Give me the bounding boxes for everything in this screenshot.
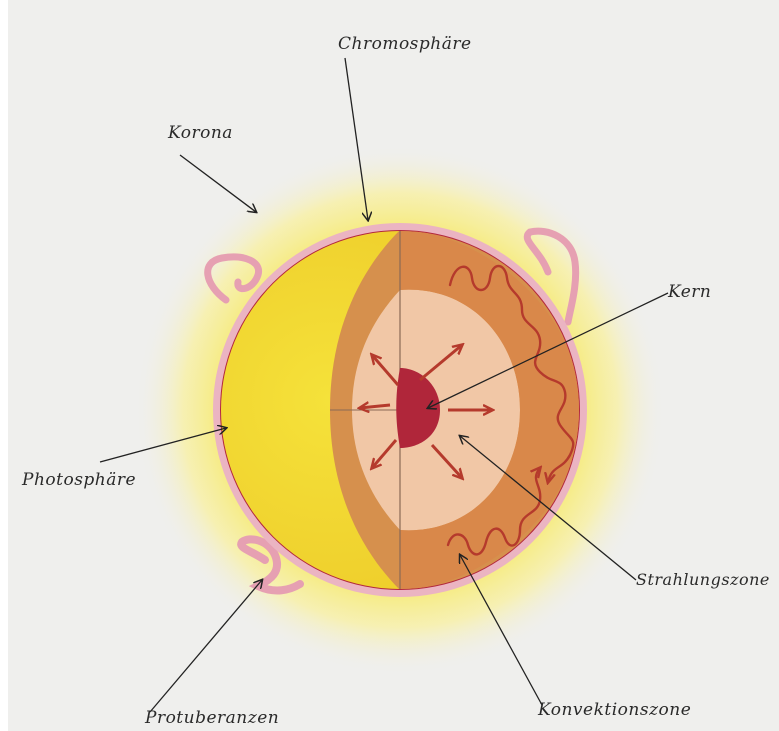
label-core: Kern xyxy=(668,282,711,302)
label-corona: Korona xyxy=(168,123,233,143)
label-photosphere: Photosphäre xyxy=(22,470,136,490)
pointer-prominences xyxy=(150,580,262,712)
label-radiative-zone: Strahlungszone xyxy=(636,570,770,589)
label-convection-zone: Konvektionszone xyxy=(538,700,691,720)
pointer-corona xyxy=(180,155,256,212)
label-prominences: Protuberanzen xyxy=(145,708,279,728)
label-chromosphere: Chromosphäre xyxy=(338,34,472,54)
